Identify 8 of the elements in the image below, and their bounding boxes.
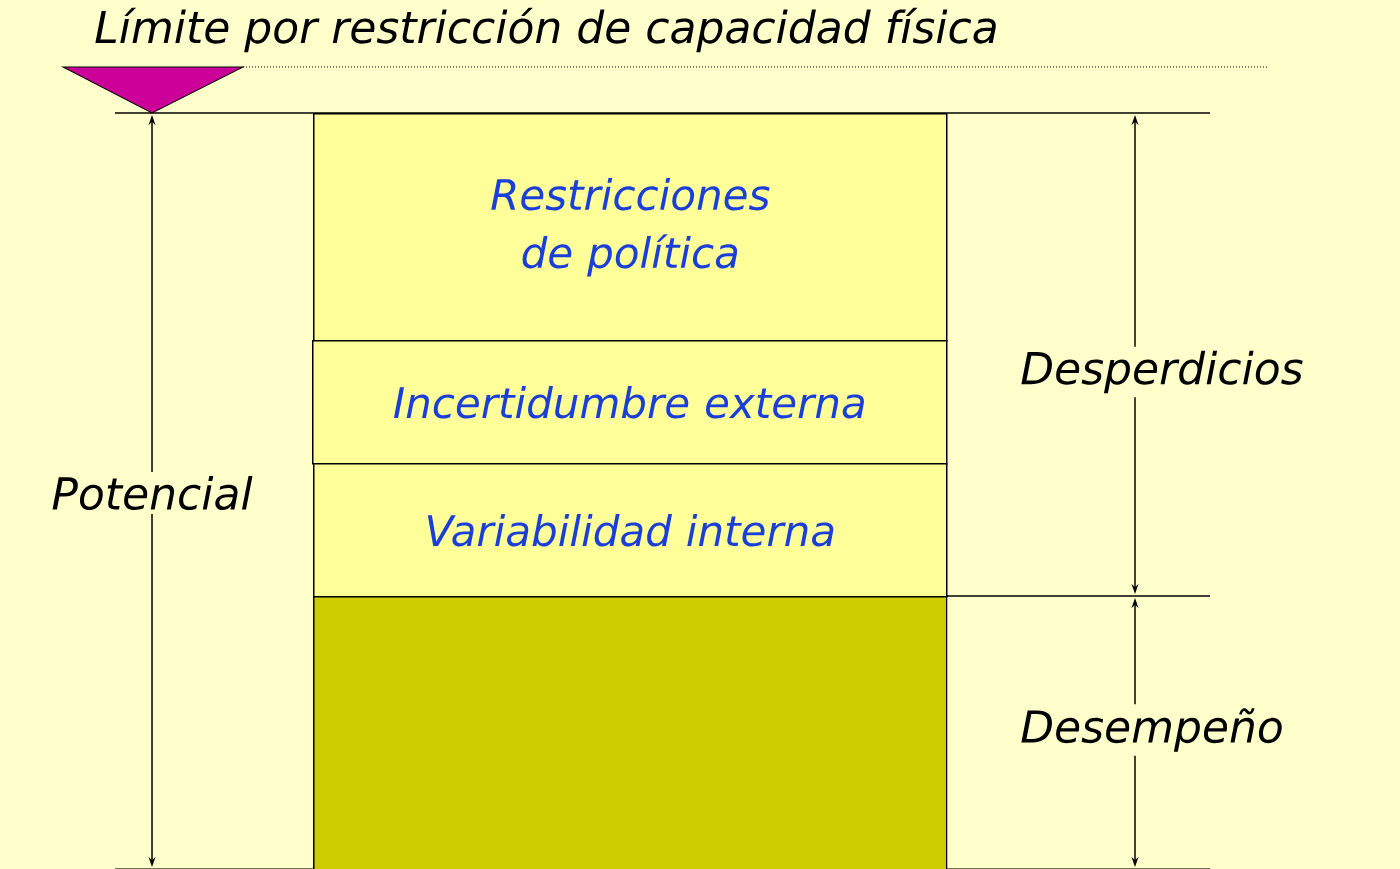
text-box: Incertidumbre externa	[312, 340, 948, 465]
limit-label: Límite por restricción de capacidad física	[95, 7, 996, 53]
dimension-label: Desperdicios	[1016, 346, 1308, 398]
text-box: Restricciones de política	[313, 113, 948, 342]
text-box: Variabilidad interna	[313, 463, 948, 598]
dimension-label: Desempeño	[1016, 704, 1288, 756]
dimension-label: Potencial	[47, 471, 257, 514]
filled-box	[313, 596, 948, 869]
